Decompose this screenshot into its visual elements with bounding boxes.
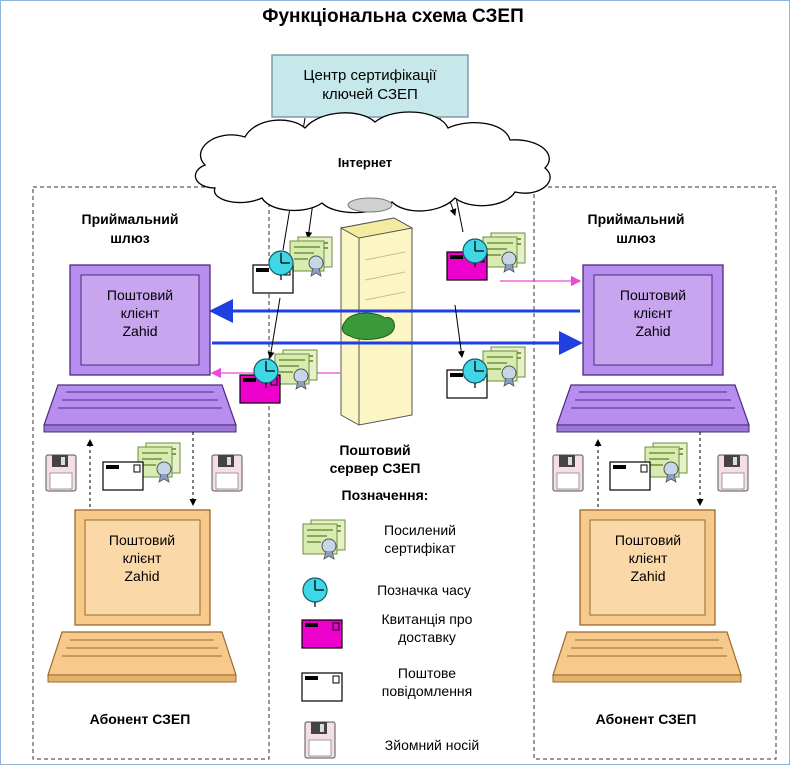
cert-mail-group-top-left bbox=[252, 236, 333, 294]
legend-media-l1: Зйомний носій bbox=[385, 737, 479, 753]
internet-cloud bbox=[194, 111, 551, 214]
cert-mail-group-bottom-right bbox=[446, 346, 526, 399]
legend-time-l1: Позначка часу bbox=[377, 582, 471, 598]
certification-center bbox=[271, 54, 469, 118]
internet-label: Інтернет bbox=[338, 155, 392, 170]
left-subscriber-zone bbox=[32, 186, 270, 760]
server-line2: сервер СЗЕП bbox=[330, 460, 421, 476]
legend-cert-l1: Посилений bbox=[384, 522, 456, 538]
gateway-right-l1: Приймальний bbox=[588, 211, 685, 227]
ca-line2: ключей СЗЕП bbox=[322, 86, 418, 103]
cert-mail-group-right-local bbox=[609, 442, 688, 491]
floppy-icon bbox=[45, 454, 77, 492]
client-top-right-l1: Поштовий bbox=[620, 287, 686, 303]
laptop-bottom-right bbox=[552, 509, 742, 683]
subscriber-left-label: Абонент СЗЕП bbox=[90, 711, 191, 727]
mail-message-icon bbox=[301, 672, 343, 702]
laptop-top-right bbox=[556, 264, 750, 433]
cert-mail-group-left-local bbox=[102, 442, 181, 491]
client-top-left-l1: Поштовий bbox=[107, 287, 173, 303]
gateway-left-l1: Приймальний bbox=[82, 211, 179, 227]
removable-media-icon bbox=[304, 721, 336, 759]
client-top-right-l3: Zahid bbox=[635, 323, 670, 339]
timestamp-icon bbox=[302, 577, 328, 608]
legend-cert-l2: сертифікат bbox=[384, 540, 456, 556]
laptop-top-left bbox=[43, 264, 237, 433]
diagram-title: Функціональна схема СЗЕП bbox=[262, 6, 524, 27]
delivery-receipt-icon bbox=[301, 619, 343, 649]
legend-receipt-l2: доставку bbox=[398, 629, 456, 645]
floppy-icon bbox=[717, 454, 749, 492]
link-arrow bbox=[454, 304, 465, 358]
legend-mail-l1: Поштове bbox=[398, 665, 456, 681]
right-subscriber-zone bbox=[533, 186, 777, 760]
gateway-right-l2: шлюз bbox=[616, 230, 656, 246]
client-top-right-l2: клієнт bbox=[634, 305, 673, 321]
mail-server bbox=[339, 217, 414, 426]
client-top-left-l3: Zahid bbox=[122, 323, 157, 339]
server-line1: Поштовий bbox=[339, 442, 410, 458]
legend-receipt-l1: Квитанція про bbox=[382, 611, 473, 627]
laptop-bottom-left bbox=[47, 509, 237, 683]
subscriber-right-label: Абонент СЗЕП bbox=[596, 711, 697, 727]
gateway-left-l2: шлюз bbox=[110, 230, 150, 246]
client-bottom-right-l2: клієнт bbox=[629, 550, 668, 566]
client-bottom-left-l2: клієнт bbox=[123, 550, 162, 566]
client-bottom-right-l3: Zahid bbox=[630, 568, 665, 584]
server-antenna bbox=[347, 197, 393, 213]
ca-line1: Центр сертифікації bbox=[303, 67, 437, 84]
client-bottom-right-l1: Поштовий bbox=[615, 532, 681, 548]
legend-mail-l2: повідомлення bbox=[382, 683, 473, 699]
floppy-icon bbox=[552, 454, 584, 492]
client-bottom-left-l1: Поштовий bbox=[109, 532, 175, 548]
client-top-left-l2: клієнт bbox=[121, 305, 160, 321]
legend-title: Позначення: bbox=[342, 487, 429, 503]
client-bottom-left-l3: Zahid bbox=[124, 568, 159, 584]
cert-receipt-group-top-right bbox=[446, 232, 526, 281]
link-arrow bbox=[267, 297, 281, 359]
floppy-icon bbox=[211, 454, 243, 492]
certificate-icon bbox=[302, 519, 346, 560]
cert-receipt-group-bottom-left bbox=[239, 349, 318, 404]
